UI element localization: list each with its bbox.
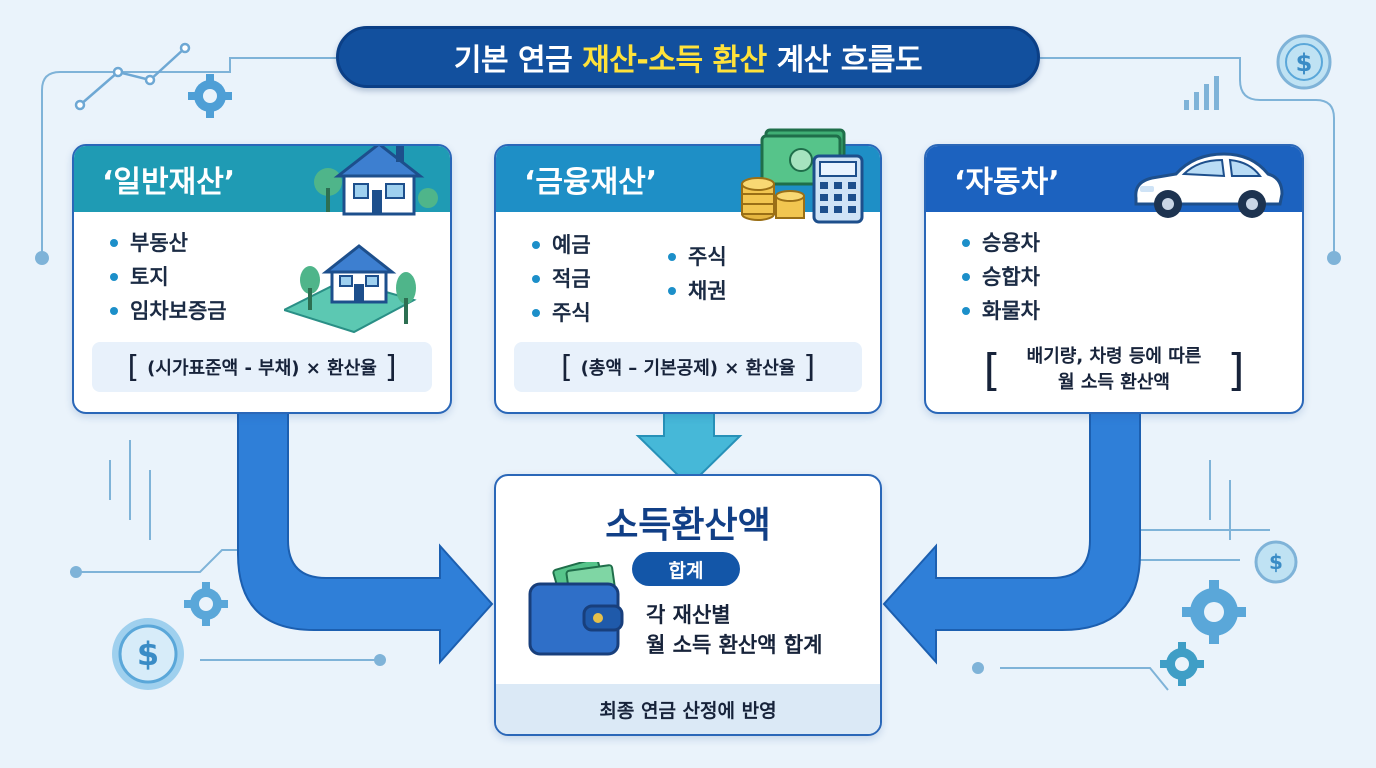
list-item: 승합차 [962, 260, 1040, 294]
svg-text:$: $ [1296, 49, 1313, 77]
gear-icon [1182, 580, 1246, 644]
financial-list-left: 예금 적금 주식 [532, 228, 591, 330]
list-item: 승용차 [962, 226, 1040, 260]
dollar-coin-icon: $ [1254, 540, 1298, 584]
bracket-right: ] [384, 349, 397, 385]
title-text-2: 계산 흐름도 [766, 43, 923, 78]
diagram-title: 기본 연금 재산-소득 환산 계산 흐름도 [336, 26, 1040, 88]
formula-line-2: 월 소득 환산액 [1058, 372, 1170, 393]
flow-arrow-left [237, 409, 494, 665]
circuit-lines [35, 57, 1341, 691]
bracket-left: [ [127, 349, 140, 385]
formula-line-1: 배기량, 차령 등에 따른 [1026, 346, 1202, 367]
formula-text: (시가표준액 - 부채) × 환산율 [147, 358, 377, 379]
financial-property-card: ‘금융재산’ 예금 적금 주식 주식 채권 [ (총액 – 기본공제) × 환산율… [494, 144, 882, 414]
gear-icon [1160, 642, 1204, 686]
formula-text: (총액 – 기본공제) × 환산율 [580, 358, 796, 379]
list-item: 예금 [532, 228, 591, 262]
dollar-coin-icon: $ [112, 618, 184, 690]
list-item: 주식 [532, 296, 591, 330]
description-line-1: 각 재산별 [646, 603, 731, 627]
financial-list-right: 주식 채권 [668, 240, 727, 308]
general-property-card: ‘일반재산’ 부동산 토지 임차보증금 [ (시가표준액 - 부채) × 환산율] [72, 144, 452, 414]
bracket-left: [ [560, 349, 573, 385]
coins-icon [741, 177, 805, 221]
bracket-right: ] [1227, 344, 1245, 396]
land-house-icon [284, 244, 417, 334]
bracket-left: [ [983, 344, 1001, 396]
sum-badge: 합계 [632, 552, 740, 586]
title-text-1: 기본 연금 [453, 43, 583, 78]
dollar-coin-icon: $ [1276, 34, 1332, 90]
flow-arrow-right [882, 409, 1141, 665]
car-icon [1134, 152, 1284, 218]
final-pension-note: 최종 연금 산정에 반영 [496, 684, 880, 734]
general-property-title: ‘일반재산’ [102, 165, 236, 200]
list-item: 부동산 [110, 226, 227, 260]
line-chart-icon [74, 42, 191, 111]
house-icon [314, 146, 438, 216]
general-property-formula: [ (시가표준액 - 부채) × 환산율] [92, 342, 432, 392]
general-property-list: 부동산 토지 임차보증금 [110, 226, 227, 328]
description-line-2: 월 소득 환산액 합계 [646, 633, 823, 657]
bar-chart-icon [1184, 76, 1219, 110]
car-list: 승용차 승합차 화물차 [962, 226, 1040, 328]
income-conversion-title: 소득환산액 [605, 505, 771, 546]
calculator-icon [812, 154, 864, 224]
income-conversion-description: 각 재산별 월 소득 환산액 합계 [646, 600, 823, 660]
list-item: 토지 [110, 260, 227, 294]
title-highlight: 재산-소득 환산 [582, 43, 767, 78]
list-item: 임차보증금 [110, 294, 227, 328]
financial-property-title: ‘금융재산’ [524, 165, 658, 200]
money-calculator-icon [741, 128, 864, 224]
wallet-icon [528, 562, 624, 656]
list-item: 주식 [668, 240, 727, 274]
flow-arrow-down [635, 411, 743, 488]
car-property-title: ‘자동차’ [954, 165, 1060, 200]
gear-icon [188, 74, 232, 118]
svg-text:$: $ [1269, 550, 1283, 574]
bracket-right: ] [803, 349, 816, 385]
financial-property-formula: [ (총액 – 기본공제) × 환산율] [514, 342, 862, 392]
list-item: 화물차 [962, 294, 1040, 328]
list-item: 적금 [532, 262, 591, 296]
income-conversion-card: 소득환산액 합계 각 재산별 월 소득 환산액 합계 최종 연금 산정에 반영 [494, 474, 882, 736]
formula-text-block: 배기량, 차령 등에 따른 월 소득 환산액 [1027, 344, 1202, 396]
car-property-formula: [ 배기량, 차령 등에 따른 월 소득 환산액 ] [944, 340, 1284, 400]
svg-text:$: $ [137, 635, 159, 673]
gear-icon [184, 582, 228, 626]
general-property-header: ‘일반재산’ [74, 146, 450, 216]
list-item: 채권 [668, 274, 727, 308]
